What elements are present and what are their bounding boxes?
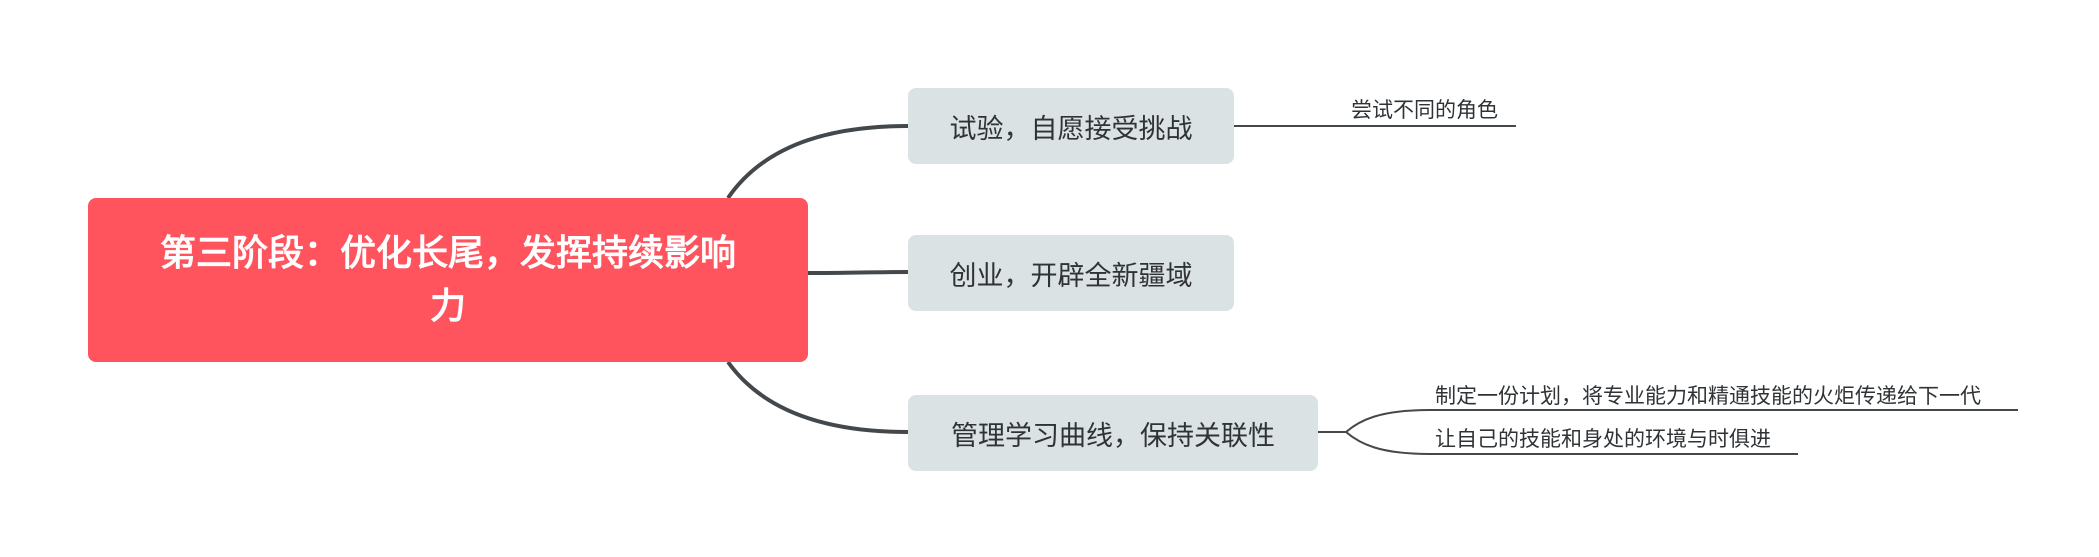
root-node-label: 第三阶段：优化长尾，发挥持续影响力 [159, 232, 736, 327]
connector-branch-3-leaf-1 [1345, 409, 2018, 433]
branch-node-2[interactable]: 创业，开辟全新疆域 [908, 235, 1234, 311]
branch-node-1-label: 试验，自愿接受挑战 [949, 113, 1193, 145]
connector-branch-3-leaf-2 [1345, 431, 1798, 455]
connector-root-branch-1 [726, 124, 909, 200]
connector-root-branch-2 [807, 270, 909, 275]
leaf-node-3-2[interactable]: 让自己的技能和身处的环境与时俱进 [1435, 427, 1771, 451]
leaf-node-3-1[interactable]: 制定一份计划，将专业能力和精通技能的火炬传递给下一代 [1435, 384, 1981, 408]
branch-node-2-label: 创业，开辟全新疆域 [949, 260, 1193, 292]
branch-node-1[interactable]: 试验，自愿接受挑战 [908, 88, 1234, 164]
leaf-node-1-1[interactable]: 尝试不同的角色 [1351, 98, 1498, 122]
root-node[interactable]: 第三阶段：优化长尾，发挥持续影响力 [88, 198, 808, 362]
branch-node-3-label: 管理学习曲线，保持关联性 [951, 420, 1275, 452]
connector-root-branch-3 [726, 360, 909, 434]
branch-node-3[interactable]: 管理学习曲线，保持关联性 [908, 395, 1318, 471]
